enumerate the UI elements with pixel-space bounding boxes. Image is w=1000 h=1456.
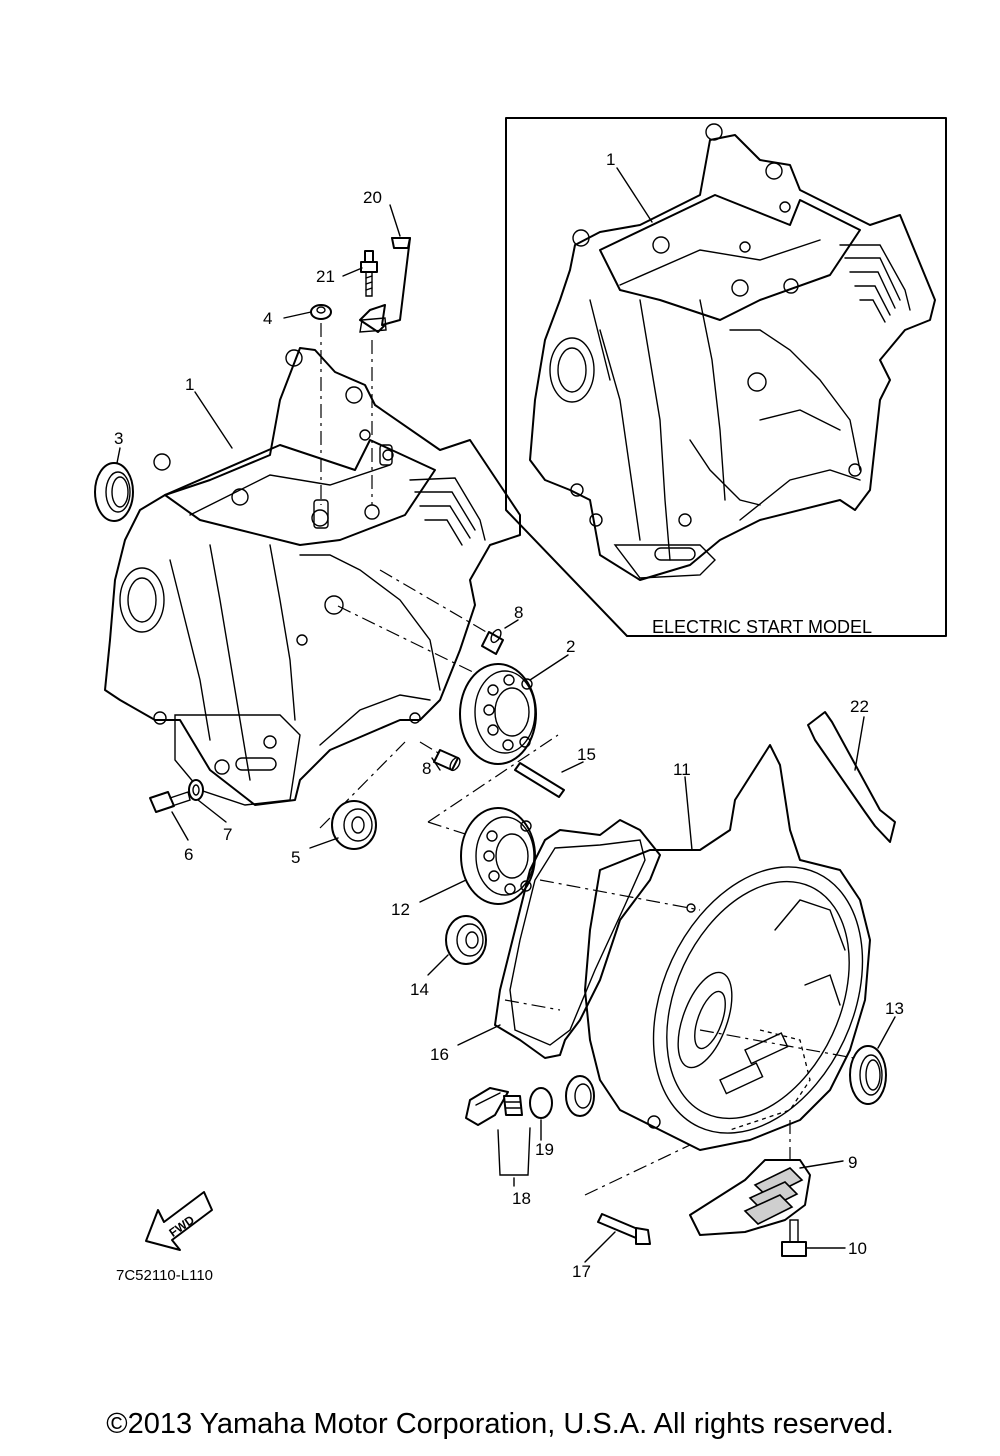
part-11-crankcase-cover <box>565 744 871 1151</box>
part-19-o-ring <box>529 1087 553 1119</box>
fwd-arrow-icon: FWD <box>145 1191 213 1251</box>
part-20-bracket <box>359 237 411 333</box>
axis-line-13 <box>699 1029 866 1061</box>
callout-5: 5 <box>291 848 300 867</box>
callout-21: 21 <box>316 267 335 286</box>
callout-7: 7 <box>223 825 232 844</box>
part-8-dowel-upper <box>481 628 504 655</box>
callout-22: 22 <box>850 697 869 716</box>
callout-1-inset: 1 <box>606 150 615 169</box>
electric-start-inset: ELECTRIC START MODEL <box>505 117 947 637</box>
part-2-bearing <box>459 663 537 765</box>
callout-8-upper: 8 <box>514 603 523 622</box>
part-5-bearing <box>331 800 377 850</box>
part-17-bolt <box>597 1213 651 1245</box>
callout-20: 20 <box>363 188 382 207</box>
axis-line-8 <box>379 569 501 641</box>
callout-1-main: 1 <box>185 375 194 394</box>
callout-leaders <box>116 204 896 1263</box>
callout-14: 14 <box>410 980 429 999</box>
part-22-strip <box>807 711 896 843</box>
part-8-dowel-lower <box>433 749 461 772</box>
axis-line-14 <box>504 999 561 1011</box>
callout-6: 6 <box>184 845 193 864</box>
callout-13: 13 <box>885 999 904 1018</box>
callout-12: 12 <box>391 900 410 919</box>
callout-16: 16 <box>430 1045 449 1064</box>
callout-11: 11 <box>673 760 691 779</box>
part-12-bearing <box>460 807 536 905</box>
electric-start-model-label: ELECTRIC START MODEL <box>652 617 872 637</box>
part-6-bolt <box>149 791 191 813</box>
crankcase-main-drawing <box>104 347 521 806</box>
part-10-bolt <box>781 1219 807 1257</box>
figure-code: 7C52110-L110 <box>116 1267 213 1284</box>
bracket-18 <box>497 1127 531 1176</box>
part-21-bolt <box>360 250 378 297</box>
callout-10: 10 <box>848 1239 867 1258</box>
callout-15: 15 <box>577 745 596 764</box>
part-7-washer <box>188 779 204 801</box>
axis-line-2 <box>337 605 531 701</box>
part-15-shaft <box>514 762 565 798</box>
copyright-notice: ©2013 Yamaha Motor Corporation, U.S.A. A… <box>106 1408 894 1440</box>
part-16-gasket <box>494 819 661 1059</box>
inset-crankcase-drawing <box>529 123 936 581</box>
part-13-oil-seal <box>849 1045 887 1105</box>
part-9-guard <box>689 1159 811 1236</box>
part-18-drain-plug <box>465 1087 523 1126</box>
callout-8-lower: 8 <box>422 759 431 778</box>
axis-line-11 <box>539 879 701 911</box>
callout-3: 3 <box>114 429 123 448</box>
callout-4: 4 <box>263 309 272 328</box>
axis-line-17 <box>584 1144 691 1196</box>
part-4-washer <box>310 304 332 320</box>
callout-2: 2 <box>566 637 575 656</box>
callout-18: 18 <box>512 1189 531 1208</box>
callout-9: 9 <box>848 1153 857 1172</box>
callout-19: 19 <box>535 1140 554 1159</box>
part-3-oil-seal <box>94 462 134 522</box>
callout-17: 17 <box>572 1262 591 1281</box>
part-14-bearing <box>445 915 487 965</box>
